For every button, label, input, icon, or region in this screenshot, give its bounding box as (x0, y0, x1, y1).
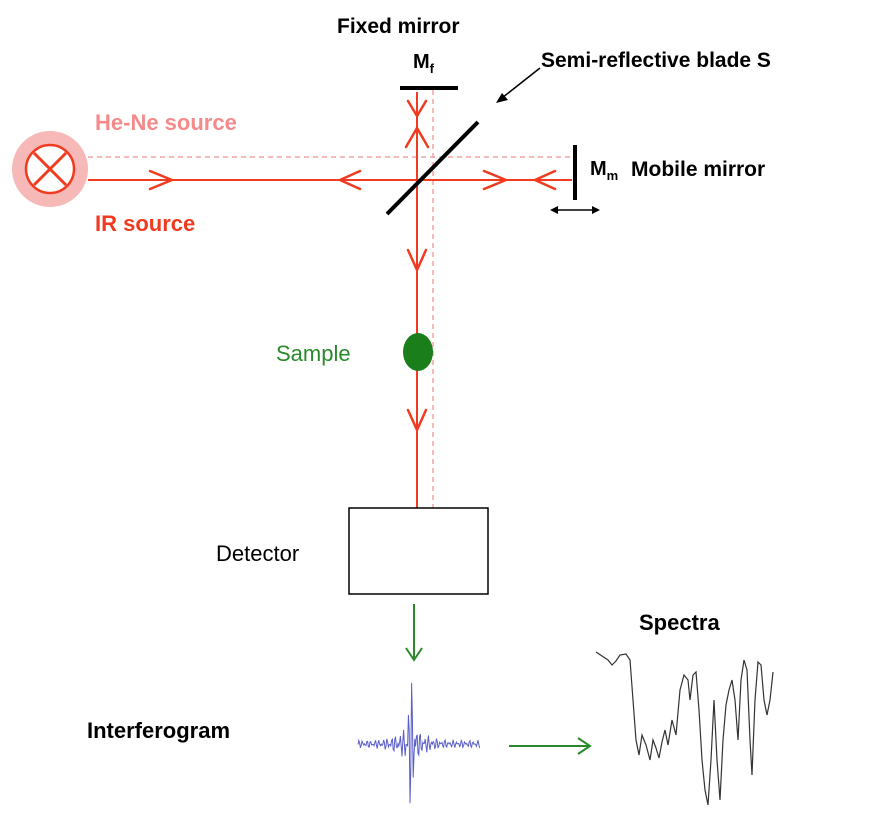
arrow-left-2 (533, 169, 557, 191)
arrow-left-1 (338, 169, 362, 191)
he-ne-beam (88, 90, 575, 508)
detector-label: Detector (216, 541, 299, 566)
interferogram-trace (357, 682, 481, 804)
spectra-label: Spectra (639, 610, 720, 635)
double-headed-arrow-icon (550, 206, 600, 214)
mf-label: Mf (413, 51, 435, 76)
beam-direction-arrows (148, 99, 557, 432)
semi-reflective-label: Semi-reflective blade S (541, 49, 771, 72)
fourier-transform-arrow (509, 737, 592, 755)
mobile-mirror-label: Mobile mirror (631, 158, 765, 181)
mm-label: Mm (590, 158, 618, 183)
arrow-down-2 (406, 408, 428, 432)
detector-box (348, 507, 489, 595)
sample-disc (403, 333, 433, 371)
sample-label: Sample (276, 341, 351, 366)
he-ne-source-label: He-Ne source (95, 110, 237, 135)
detector-output-arrow (405, 604, 423, 662)
interferogram-label: Interferogram (87, 718, 230, 743)
crossed-circle-lamp-icon (12, 131, 88, 207)
arrow-right-2 (482, 169, 508, 191)
spectrum-trace (595, 651, 774, 806)
fixed-mirror-label: Fixed mirror (337, 15, 460, 38)
arrow-down-1 (406, 248, 428, 272)
arrow-right-1 (148, 169, 174, 191)
arrow-up-top (404, 126, 430, 149)
ir-source-label: IR source (95, 211, 195, 236)
arrow-down-top (406, 99, 428, 118)
ir-beam (88, 92, 572, 508)
blade-pointer-arrow (496, 67, 541, 103)
semi-reflective-blade (385, 120, 480, 216)
